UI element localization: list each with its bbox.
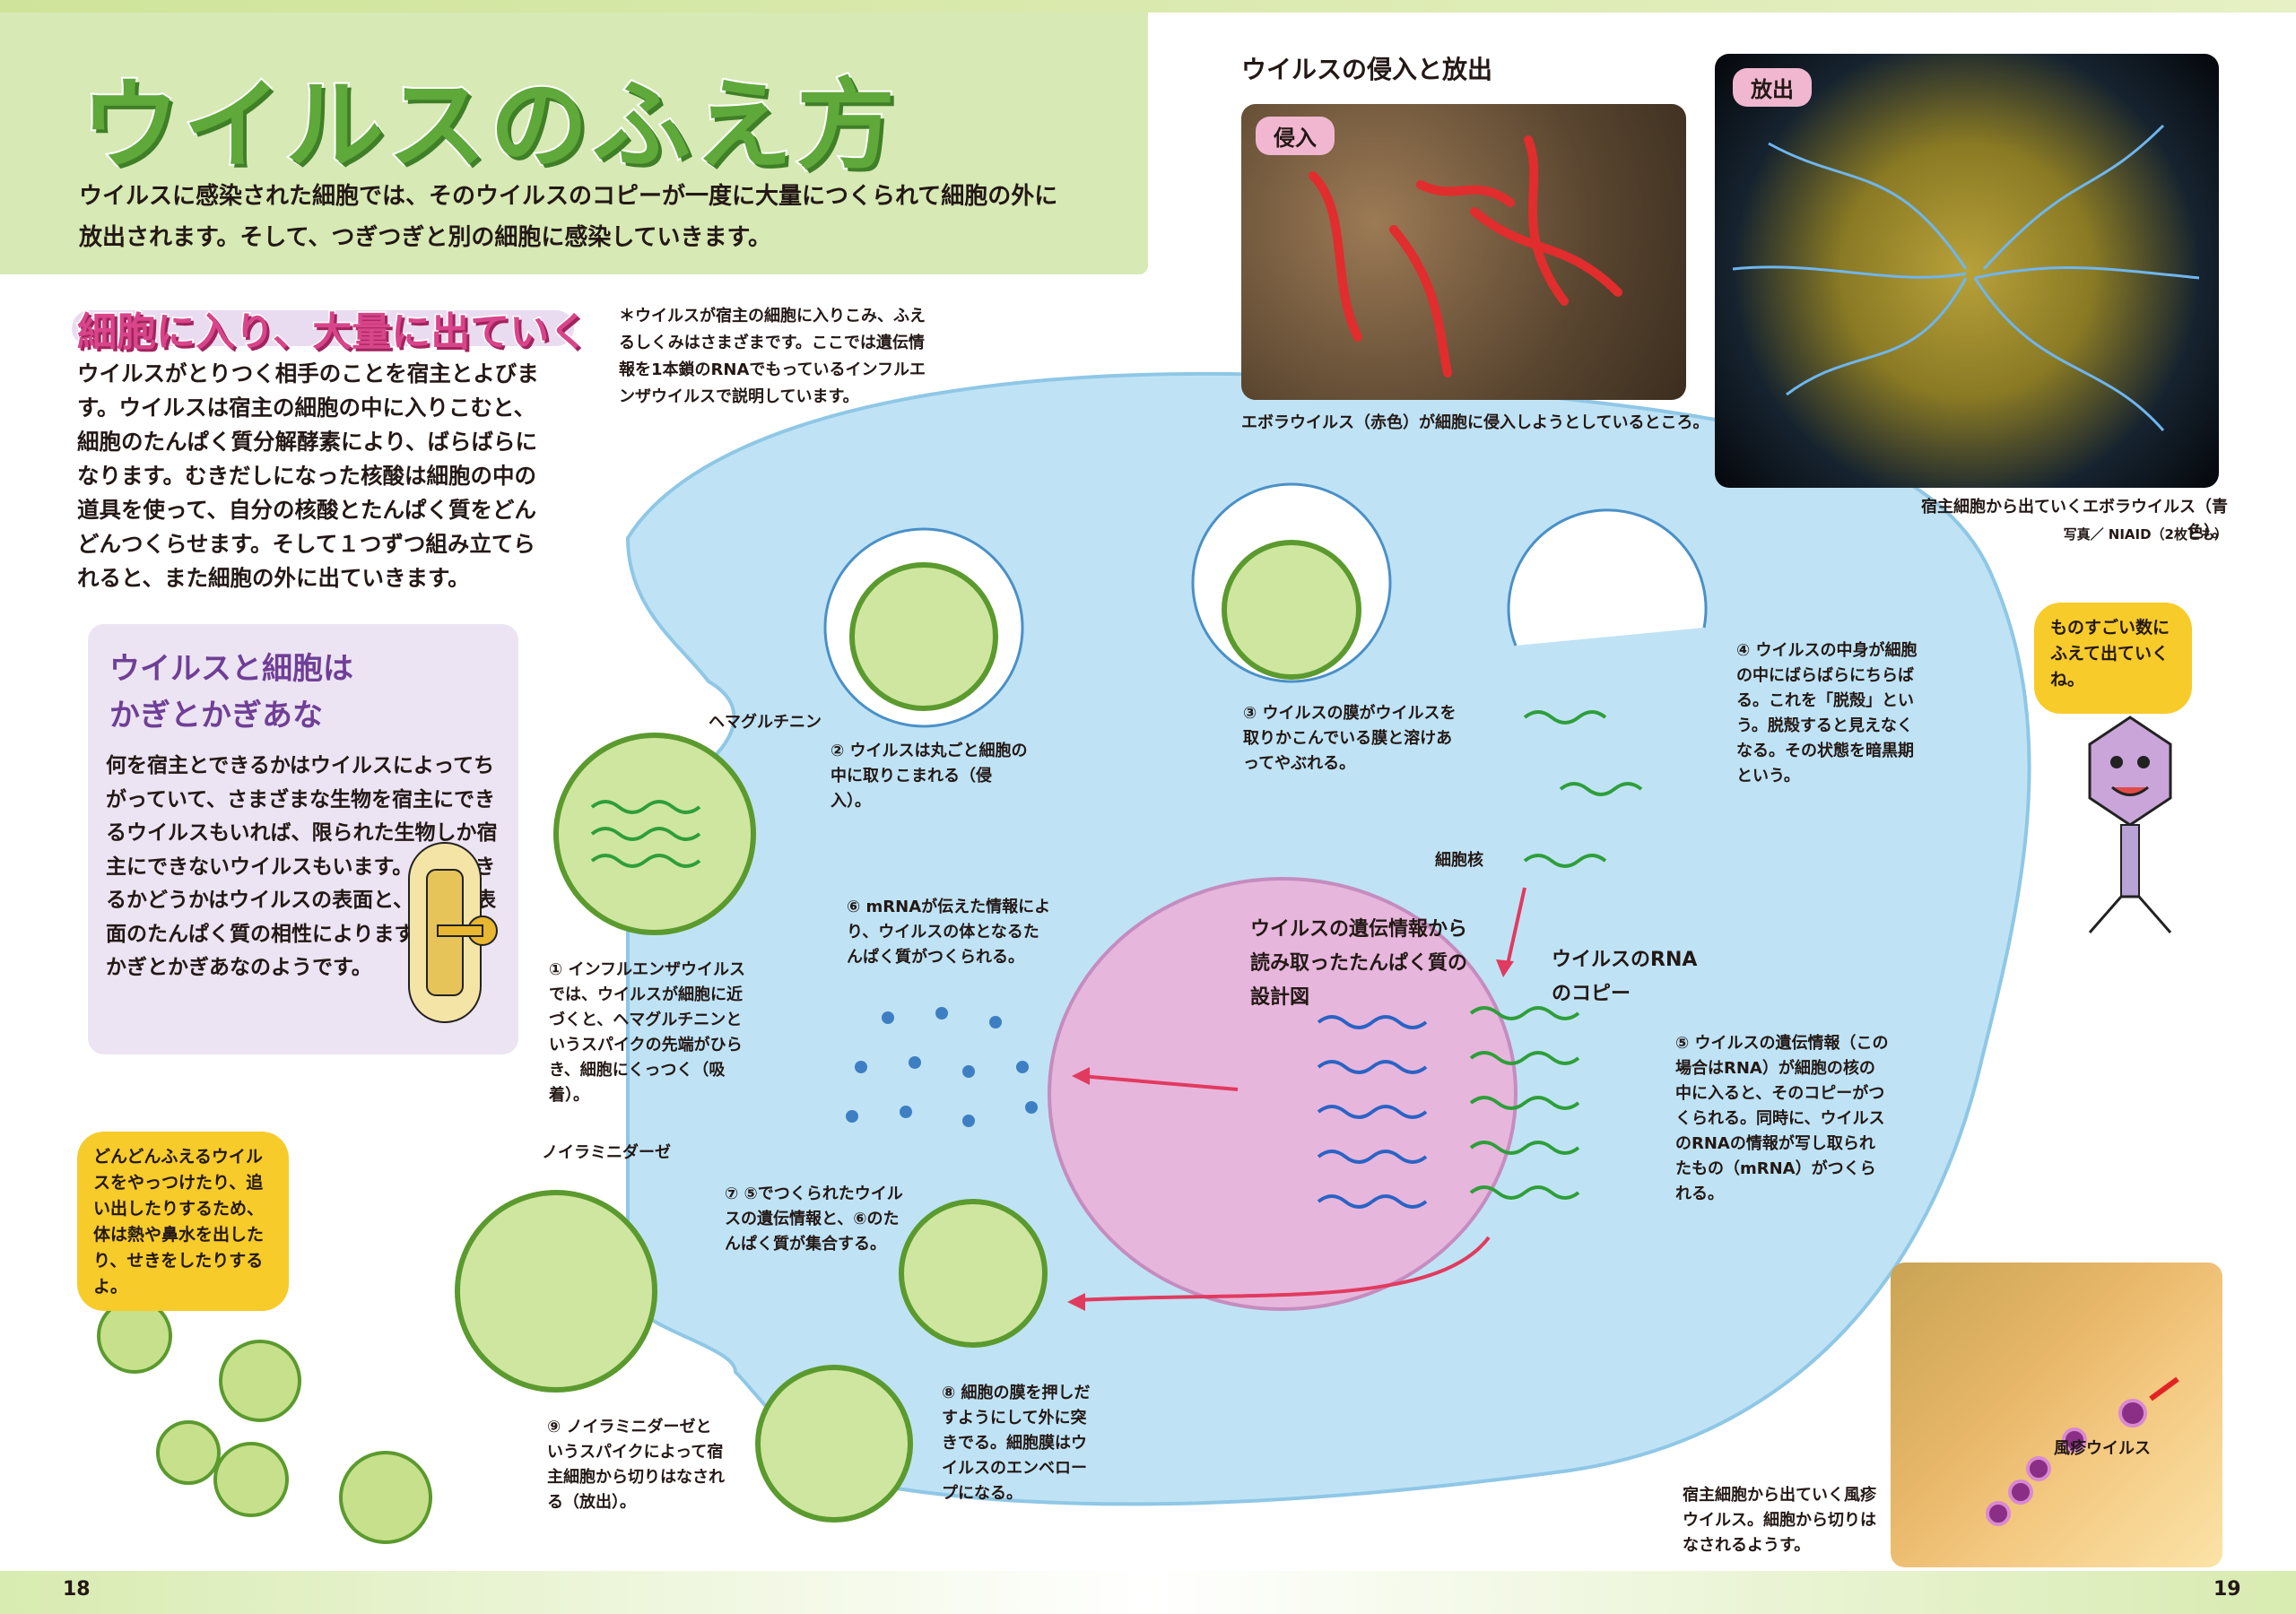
step-6-text: ⑥ mRNAが伝えた情報により、ウイルスの体となるたんぱく質がつくられる。 <box>847 898 1051 967</box>
smiling-virus-icon <box>97 1298 172 1374</box>
label-rubella-virus: 風疹ウイルス <box>2054 1439 2151 1458</box>
label-rna-copy: ウイルスのRNA のコピー <box>1552 943 1697 1011</box>
label-blueprint-line3: 設計図 <box>1250 986 1310 1009</box>
smiling-virus-icon <box>213 1442 289 1517</box>
page-title: ウイルスのふえ方 <box>79 66 899 185</box>
phage-head-icon <box>2088 716 2172 827</box>
label-blueprint: ウイルスの遺伝情報から 読み取ったたんぱく質の 設計図 <box>1250 913 1467 1015</box>
page-number-left: 18 <box>63 1578 91 1601</box>
section-body: ウイルスがとりつく相手のことを宿主とよびます。ウイルスは宿主の細胞の中に入りこむ… <box>77 360 539 591</box>
step-2-text: ② ウイルスは丸ごと細胞の中に取りこまれる（侵入）。 <box>831 742 1028 811</box>
ebola-virus-strands <box>1309 135 1622 377</box>
bottom-band-left <box>0 1571 1148 1614</box>
virus-membrane-fusing <box>1222 540 1361 680</box>
virus-released <box>455 1190 657 1393</box>
ebola-filaments <box>1732 124 2200 431</box>
step-3-text: ③ ウイルスの膜がウイルスを取りかこんでいる膜と溶けあってやぶれる。 <box>1243 704 1457 773</box>
key-lock-title-line2: かぎとかぎあな <box>109 698 323 733</box>
key-lock-title-line1: ウイルスと細胞は <box>109 651 353 687</box>
virus-assembling <box>899 1199 1048 1348</box>
step-7-text: ⑦ ⑤でつくられたウイルスの遺伝情報と、⑥のたんぱく質が集合する。 <box>725 1184 903 1254</box>
key-shaft <box>437 924 483 937</box>
smiling-viruses-illustration <box>97 1298 432 1544</box>
step-9-text: ⑨ ノイラミニダーゼというスパイクによって宿主細胞から切りはなされる（放出）。 <box>547 1418 725 1512</box>
section-title-highlight <box>72 310 574 346</box>
speech-bubble-left: どんどんふえるウイルスをやっつけたり、追い出したりするため、体は熱や鼻水を出した… <box>77 1132 289 1311</box>
label-hemagglutinin: ヘマグルチニン <box>709 713 822 732</box>
label-blueprint-line1: ウイルスの遺伝情報から <box>1250 918 1468 941</box>
label-rna-copy-line2: のコピー <box>1552 983 1631 1005</box>
section-title: 細胞に入り、大量に出ていく <box>75 308 589 357</box>
photo-section-title: ウイルスの侵入と放出 <box>1241 55 1493 84</box>
virus-inside-endosome <box>849 562 998 711</box>
top-band <box>0 0 2296 13</box>
key-keyhole-illustration <box>408 842 498 1023</box>
step-1-text: ① インフルエンザウイルスでは、ウイルスが細胞に近づくと、ヘマグルチニンというス… <box>549 960 745 1105</box>
photo-ebola-release <box>1715 54 2219 488</box>
endosome-step4 <box>1507 508 1708 646</box>
protein-dots <box>846 1007 1038 1127</box>
photo-credit: 写真／ NIAID（2枚とも） <box>2063 526 2228 542</box>
rna-strands <box>590 710 1643 1200</box>
label-cell-nucleus: 細胞核 <box>1435 851 1483 870</box>
speech-bubble-right: ものすごい数にふえて出ていくね。 <box>2034 603 2192 714</box>
key-lock-box-title: ウイルスと細胞は かぎとかぎあな <box>109 646 432 739</box>
arrow-heads <box>1067 959 1514 1311</box>
tag-entry: 侵入 <box>1256 117 1335 155</box>
step-5-text: ⑤ ウイルスの遺伝情報（この場合はRNA）が細胞の核の中に入ると、そのコピーがつ… <box>1675 1034 1889 1203</box>
smiling-virus-icon <box>219 1340 301 1422</box>
photo-rubella-release <box>1891 1263 2222 1567</box>
rubella-particles <box>1986 1376 2179 1526</box>
label-rna-copy-line1: ウイルスのRNA <box>1552 949 1698 971</box>
mrna-strands <box>1317 1015 1428 1209</box>
smiling-virus-icon <box>339 1451 432 1544</box>
step-8-text: ⑧ 細胞の膜を押しだすようにして外に突きでる。細胞膜はウイルスのエンベロープにな… <box>942 1384 1091 1503</box>
bacteriophage-character <box>2088 716 2172 933</box>
tag-release: 放出 <box>1733 68 1812 107</box>
red-arrow-icon <box>2149 1376 2179 1401</box>
phage-legs <box>2088 895 2172 933</box>
bottom-band-right <box>1148 1571 2296 1614</box>
mechanism-note: ＊ウイルスが宿主の細胞に入りこみ、ふえるしくみはさまざまです。ここでは遺伝情報を… <box>619 307 926 406</box>
page-number-right: 19 <box>2213 1578 2241 1601</box>
caption-ebola-entry: エボラウイルス（赤色）が細胞に侵入しようとしているところ。 <box>1241 413 1709 432</box>
virus-budding <box>755 1365 913 1523</box>
label-neuraminidase: ノイラミニダーゼ <box>542 1143 671 1162</box>
step-4-text: ④ ウイルスの中身が細胞の中にばらばらにちらばる。これを「脱殻」という。脱殻する… <box>1736 641 1918 785</box>
smiling-virus-icon <box>156 1420 221 1485</box>
caption-ebola-release: 宿主細胞から出ていくエボラウイルス（青色）。 <box>1921 498 2228 542</box>
label-blueprint-line2: 読み取ったたんぱく質の <box>1250 952 1468 975</box>
caption-rubella-release: 宿主細胞から出ていく風疹ウイルス。細胞から切りはなされるようす。 <box>1683 1486 1876 1555</box>
header-panel <box>0 13 1148 274</box>
influenza-virus-attaching <box>553 733 756 935</box>
lead-text: ウイルスに感染された細胞では、そのウイルスのコピーが一度に大量につくられて細胞の… <box>79 183 1058 251</box>
process-arrows <box>1075 887 1526 1302</box>
